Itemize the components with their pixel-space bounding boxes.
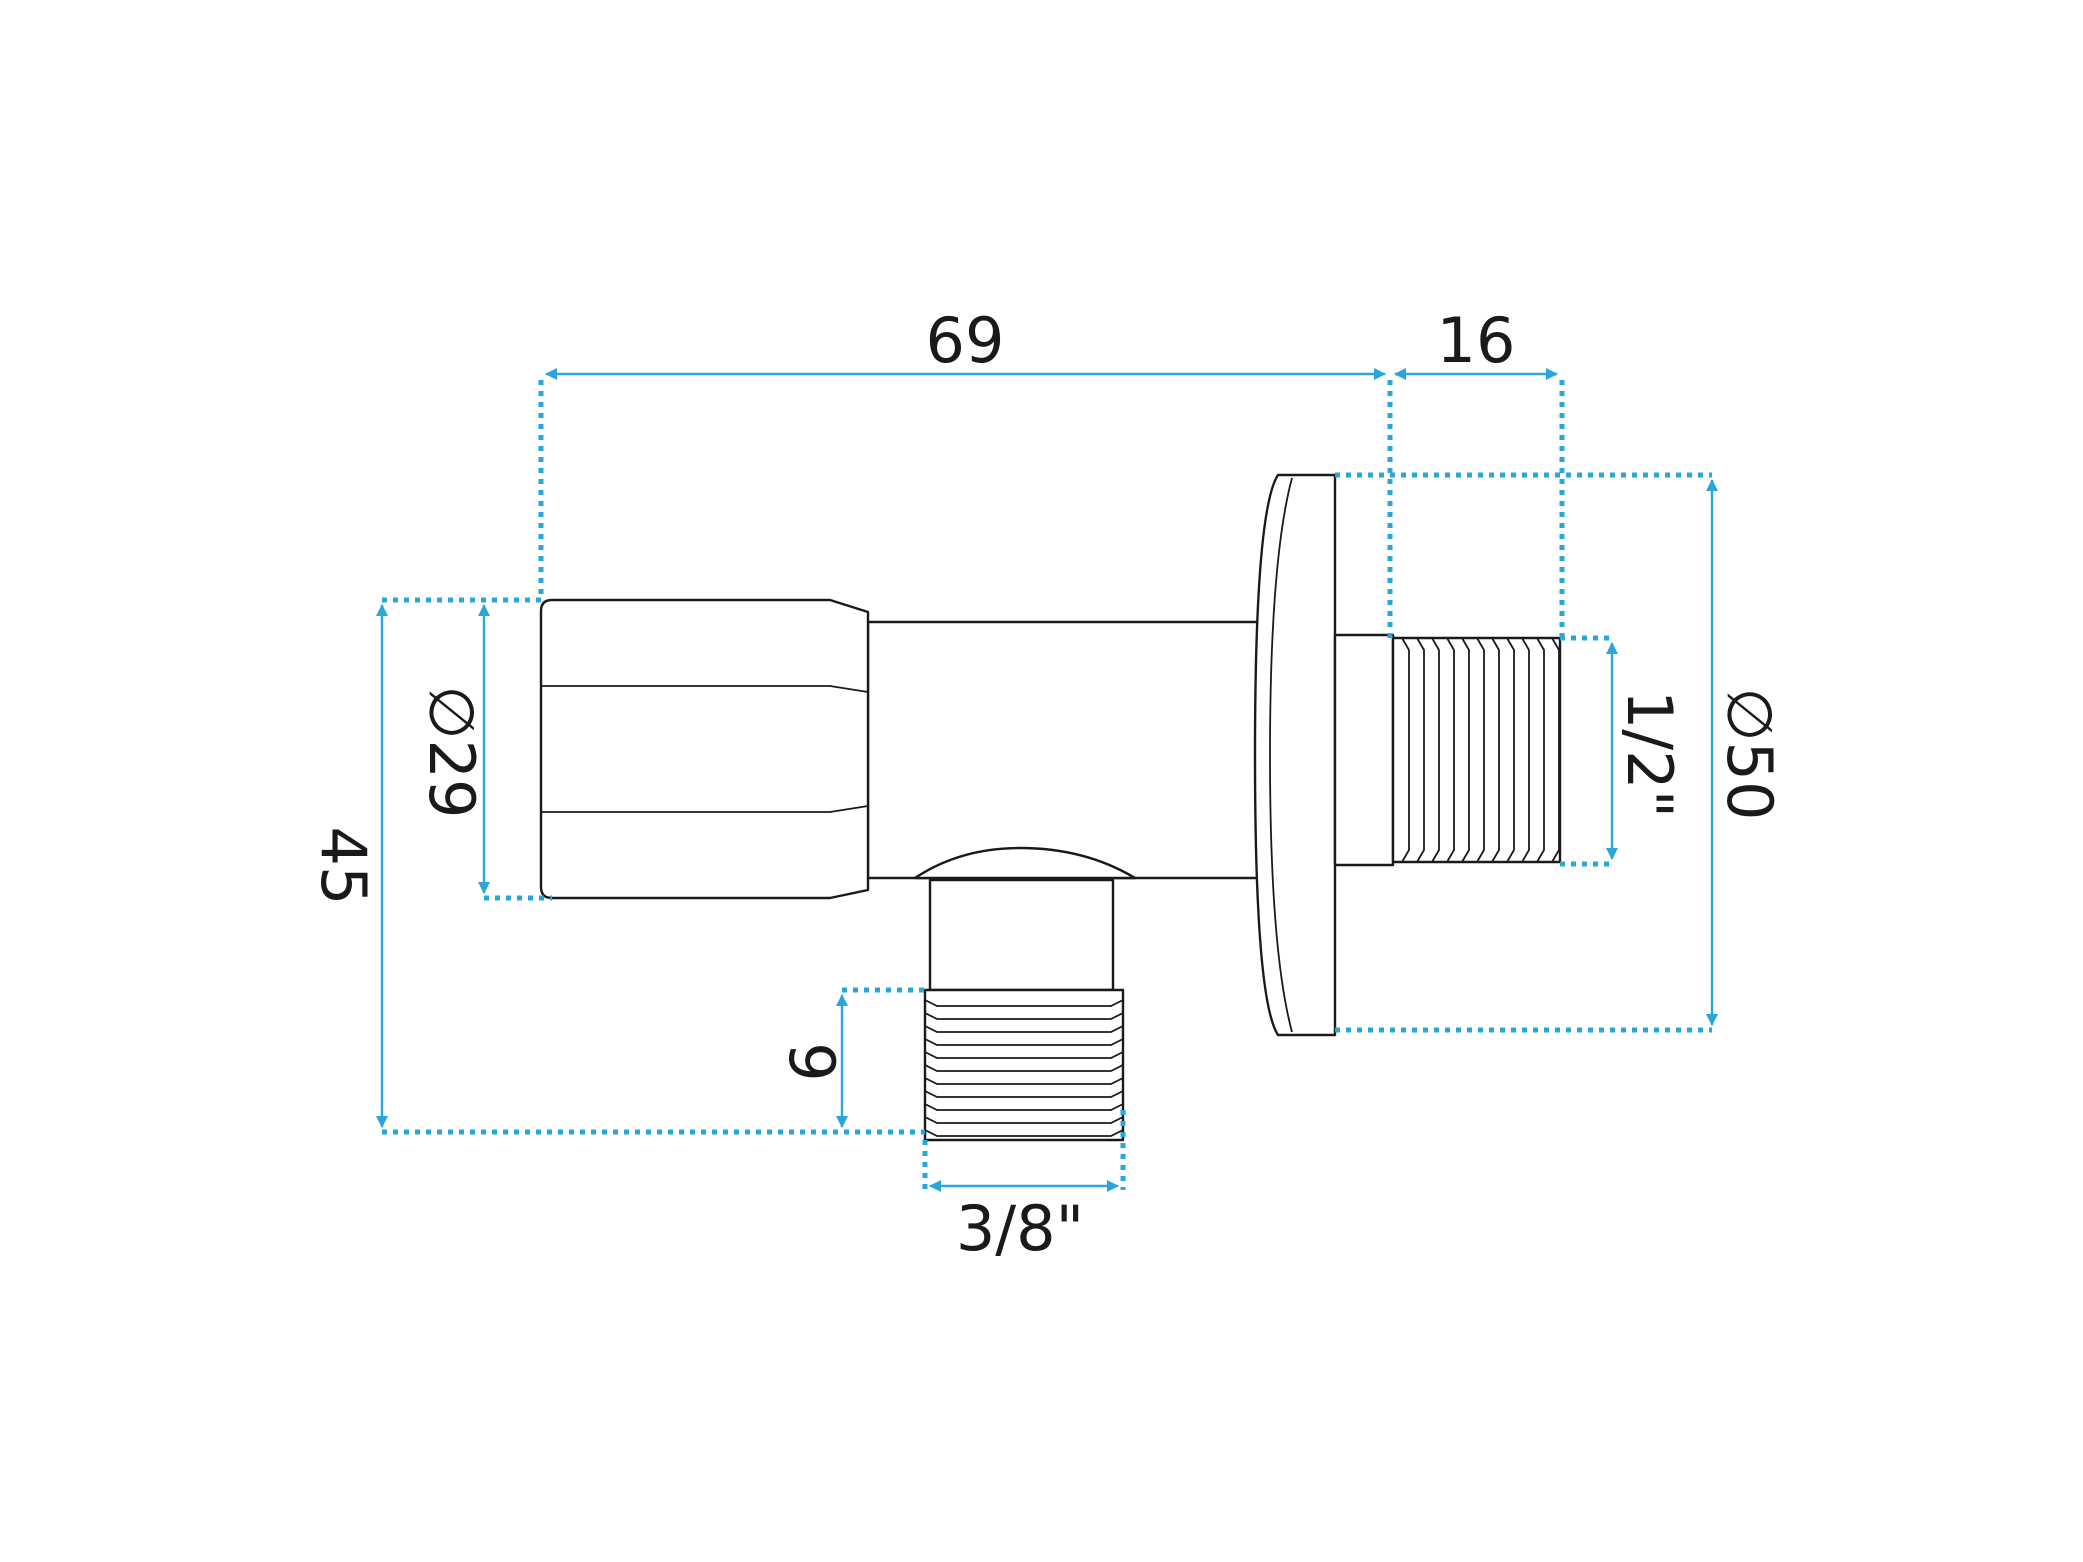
- inlet-thread-ridge: [1521, 637, 1530, 863]
- outlet-thread-ridge: [924, 1129, 1124, 1137]
- outlet-thread-ridge: [924, 1012, 1124, 1020]
- inlet-thread-ridge: [1416, 637, 1425, 863]
- label-outlet-thread-length: 9: [775, 1042, 848, 1081]
- main-body: [866, 620, 1275, 880]
- inlet-thread-ridge: [1536, 637, 1545, 863]
- label-flange-diameter: ∅50: [1713, 688, 1786, 821]
- label-handle-diameter: ∅29: [415, 686, 488, 819]
- dimension-labels: 69 16 ∅29 45 9 3/8" 1/2" ∅50: [307, 304, 1786, 1265]
- outlet-thread-ridge: [924, 1077, 1124, 1085]
- outlet-thread-ridge: [924, 1090, 1124, 1098]
- outlet-thread-ridge: [924, 1103, 1124, 1111]
- dimension-lines: [376, 368, 1718, 1192]
- inlet-stub: [1333, 633, 1395, 867]
- outlet-thread-ridge: [924, 1064, 1124, 1072]
- outlet-thread-ridge: [924, 1051, 1124, 1059]
- inlet-thread-ridge: [1506, 637, 1515, 863]
- inlet-thread-ridge: [1431, 637, 1440, 863]
- wall-flange: [1253, 473, 1337, 1037]
- outlet-thread-ridge: [924, 999, 1124, 1007]
- label-overall-height: 45: [307, 827, 380, 906]
- valve-body: [539, 473, 1562, 1142]
- outlet-thread: [923, 988, 1125, 1142]
- inlet-thread-ridge: [1461, 637, 1470, 863]
- label-inlet-thread: 1/2": [1613, 690, 1686, 818]
- handle: [539, 598, 870, 900]
- outlet-thread-ridge: [924, 1116, 1124, 1124]
- outlet-thread-ridges: [924, 999, 1124, 1137]
- outlet-thread-ridge: [924, 1038, 1124, 1046]
- label-wall-thread-length: 16: [1437, 304, 1516, 377]
- outlet-thread-ridge: [924, 1025, 1124, 1033]
- inlet-thread-ridge: [1491, 637, 1500, 863]
- inlet-thread-ridge: [1446, 637, 1455, 863]
- inlet-thread-ridge: [1401, 637, 1410, 863]
- inlet-thread-ridge: [1551, 637, 1560, 863]
- inlet-thread-ridges: [1401, 637, 1560, 863]
- outlet-nipple: [928, 878, 1115, 992]
- label-total-length: 69: [926, 304, 1005, 377]
- inlet-thread: [1391, 636, 1562, 864]
- label-outlet-thread: 3/8": [956, 1192, 1084, 1265]
- inlet-thread-ridge: [1476, 637, 1485, 863]
